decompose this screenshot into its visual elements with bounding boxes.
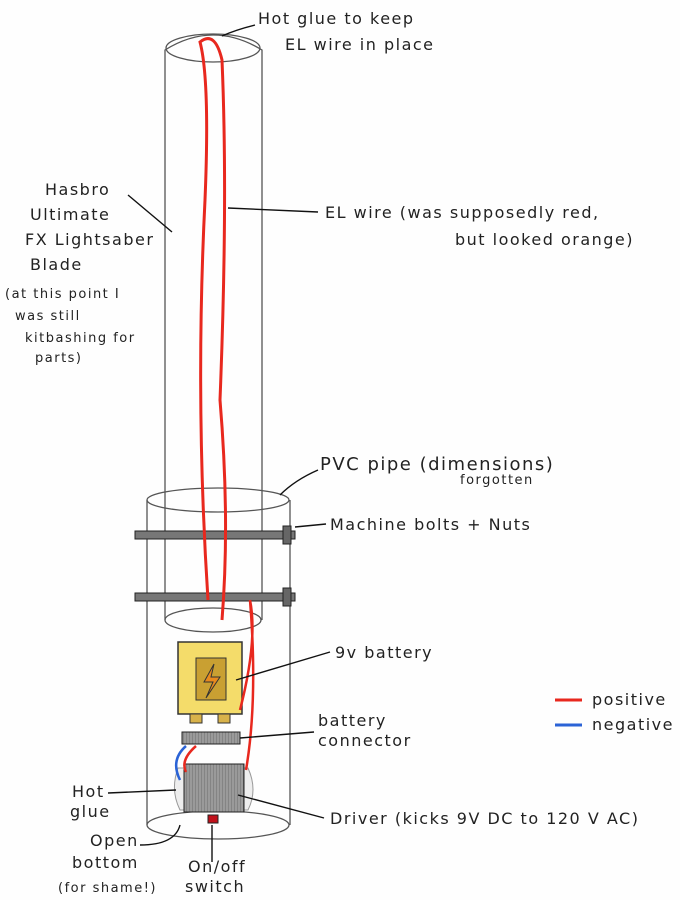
- legend-positive-label: positive: [592, 690, 667, 709]
- label-blade-note: (at this point I: [5, 287, 120, 302]
- label-hot-glue-top: Hot glue to keep: [258, 9, 415, 28]
- on-off-switch: [207, 814, 219, 824]
- label-blade: Hasbro: [45, 180, 110, 199]
- label-switch: switch: [185, 877, 245, 896]
- negative-wire: [174, 745, 187, 781]
- label-hot-glue: glue: [70, 802, 111, 821]
- label-driver: Driver (kicks 9V DC to 120 V AC): [330, 809, 639, 828]
- el-wire: [198, 37, 228, 621]
- label-blade: Blade: [30, 255, 83, 274]
- lightning-icon: [203, 663, 221, 699]
- label-connector: connector: [318, 731, 412, 750]
- label-bolts: Machine bolts + Nuts: [330, 515, 531, 534]
- label-hot-glue: Hot: [72, 782, 105, 801]
- label-pvc-pipe: PVC pipe (dimensions): [320, 454, 554, 475]
- driver: [174, 763, 254, 813]
- label-pvc-pipe: forgotten: [460, 473, 534, 488]
- machine-bolt: [134, 525, 296, 545]
- label-blade-note: parts): [35, 351, 83, 366]
- label-open-bottom: Open: [90, 831, 139, 850]
- label-open-bottom: (for shame!): [58, 881, 157, 896]
- label-blade-note: was still: [15, 309, 81, 324]
- label-switch: On/off: [188, 857, 246, 876]
- label-el-wire: EL wire (was supposedly red,: [325, 203, 600, 222]
- lightsaber-blade: [164, 33, 263, 633]
- label-el-wire: but looked orange): [455, 230, 634, 249]
- label-blade: FX Lightsaber: [25, 230, 154, 249]
- label-connector: battery: [318, 711, 387, 730]
- label-blade: Ultimate: [30, 205, 110, 224]
- machine-bolt: [134, 587, 296, 607]
- 9v-battery: [177, 641, 243, 724]
- label-battery: 9v battery: [335, 643, 433, 662]
- legend: positive negative: [555, 690, 674, 734]
- label-blade-note: kitbashing for: [25, 331, 136, 346]
- battery-connector: [181, 731, 241, 745]
- legend-negative-label: negative: [592, 715, 674, 734]
- positive-wire: [238, 599, 255, 771]
- label-hot-glue-top: EL wire in place: [285, 35, 435, 54]
- label-open-bottom: bottom: [72, 853, 139, 872]
